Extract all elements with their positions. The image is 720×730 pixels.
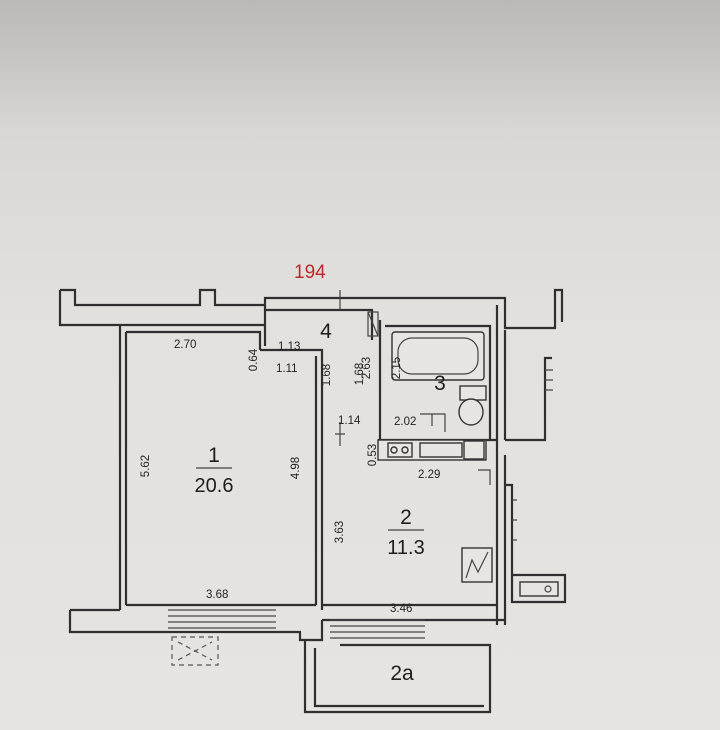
wall-room1-bottom (68, 603, 324, 642)
dim-1-13: 1.13 (278, 341, 300, 353)
window-right-1 (545, 369, 553, 391)
right-appliance (519, 581, 559, 597)
bathtub (391, 331, 485, 381)
dim-0-64: 0.64 (248, 348, 260, 371)
wall-top-inner (120, 305, 267, 346)
walls (58, 288, 567, 714)
dim-1-11: 1.11 (276, 363, 298, 375)
page-shadow (0, 0, 720, 130)
wall-corridor (260, 308, 374, 440)
sink-marker (420, 413, 446, 432)
window-right-2 (512, 499, 517, 541)
dim-2-02: 2.02 (394, 416, 416, 428)
corridor-divider-tick (335, 422, 345, 446)
dim-2-15: 2.15 (391, 357, 403, 379)
wall-right-outer (495, 305, 552, 625)
room-1-area: 20.6 (195, 475, 234, 497)
wall-room1-top (126, 330, 262, 350)
stove-burner-1 (390, 446, 398, 454)
room-1-number: 1 (208, 444, 220, 467)
dim-1-14: 1.14 (338, 415, 361, 427)
dim-3-46: 3.46 (390, 603, 412, 615)
entrance-dashed-box (171, 636, 219, 666)
wall-room2-bottom (322, 603, 505, 622)
wall-right-stub (503, 288, 564, 330)
windows (168, 369, 553, 639)
entrance-dashed-cross (177, 641, 213, 661)
room-2-number: 2 (400, 506, 412, 529)
dim-2-70: 2.70 (174, 339, 196, 351)
dim-2-63: 2.63 (361, 357, 373, 379)
window-room2 (330, 619, 425, 639)
wall-top-outer (58, 288, 507, 327)
wall-room1-left (118, 325, 128, 610)
wall-right-lower (505, 483, 514, 575)
vent-marker (478, 469, 491, 485)
window-room1 (168, 609, 276, 629)
right-appliance-knob (544, 585, 552, 593)
bathtub-inner (397, 337, 479, 375)
room-2-area: 11.3 (387, 537, 424, 559)
dim-5-62: 5.62 (140, 455, 152, 477)
room-2a-number: 2a (390, 662, 414, 685)
dim-3-68: 3.68 (206, 589, 228, 601)
balcony-outline (303, 640, 492, 714)
kitchen-sink (419, 442, 463, 458)
dim-1-68-a: 1.68 (321, 364, 333, 386)
fixtures (171, 290, 559, 666)
corridor-door (367, 311, 379, 337)
dim-4-98: 4.98 (290, 457, 302, 479)
plan-number: 194 (294, 262, 326, 283)
wall-right-bottom (510, 573, 567, 604)
radiator-zigzag (465, 551, 489, 579)
kitchen-appliance (463, 440, 485, 460)
dim-0-53: 0.53 (367, 444, 379, 466)
stove-burner-2 (401, 446, 409, 454)
toilet-bowl (458, 398, 484, 426)
dim-1-68-b: 1.68 (354, 363, 366, 385)
dim-2-29: 2.29 (418, 469, 440, 481)
dim-3-63: 3.63 (334, 521, 346, 543)
wall-room1-right (314, 356, 324, 610)
room-3-number: 3 (434, 372, 446, 395)
room-4-number: 4 (320, 320, 332, 343)
toilet-tank (459, 385, 487, 401)
balcony-inner (313, 648, 484, 708)
dimension-labels: 2.70 0.64 1.13 1.11 1.68 2.63 2.15 1.68 … (140, 339, 440, 615)
